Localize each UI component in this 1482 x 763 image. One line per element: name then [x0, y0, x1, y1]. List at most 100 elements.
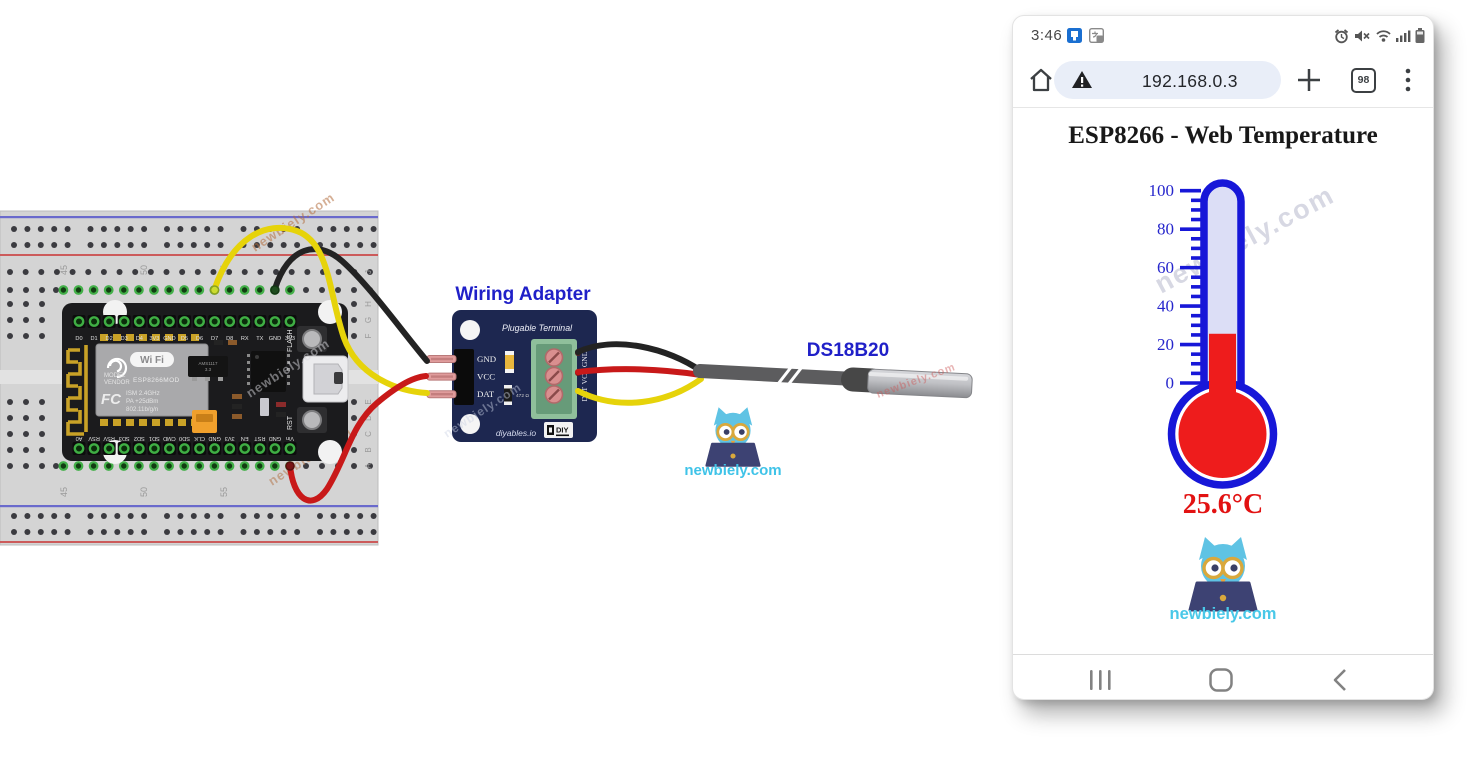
breadboard-hole [330, 242, 337, 248]
pin-label: SD2 [134, 435, 145, 441]
breadboard-hole [100, 269, 107, 275]
breadboard-hole-green [149, 461, 159, 471]
breadboard-hole [294, 513, 301, 519]
breadboard-hole [370, 513, 377, 519]
pin-hole [133, 443, 145, 454]
brand-caption: newbiely.com [684, 462, 781, 479]
wiring-adapter: Wiring Adapter Plugable Terminal GNDVCCD… [426, 284, 597, 442]
breadboard-hole [204, 242, 211, 248]
breadboard-hole [351, 333, 357, 339]
breadboard-hole [24, 242, 31, 248]
tab-switcher-button[interactable]: 98 [1351, 68, 1376, 93]
column-number: 50 [139, 487, 149, 497]
pin-label: D4 [136, 336, 143, 342]
breadboard-hole [294, 529, 301, 535]
thermometer-mercury [1209, 333, 1236, 437]
breadboard-hole [53, 463, 59, 469]
back-button[interactable] [1333, 668, 1347, 692]
menu-kebab-button[interactable] [1404, 66, 1412, 94]
new-tab-button[interactable] [1294, 65, 1324, 95]
capacitor [505, 351, 514, 373]
breadboard-hole [23, 333, 29, 339]
pin-hole [88, 443, 100, 454]
breadboard-hole [351, 287, 357, 293]
breadboard-hole [64, 513, 71, 519]
pin-hole [118, 316, 130, 327]
wire-gnd [271, 246, 430, 364]
breadboard-hole [280, 242, 287, 248]
breadboard-hole [164, 226, 170, 232]
recents-button[interactable] [1089, 669, 1115, 691]
pin-hole [224, 316, 236, 327]
pin-label: D1 [90, 336, 97, 342]
breadboard-hole [64, 226, 71, 232]
breadboard-hole [280, 529, 287, 535]
pin-hole [209, 316, 221, 327]
row-letter: D [364, 415, 373, 421]
breadboard-hole [240, 513, 247, 519]
pin-hole [133, 316, 145, 327]
adapter-pin-label: DAT [477, 389, 495, 399]
breadboard-hole-green [103, 285, 114, 295]
pin-label: D2 [106, 336, 113, 342]
breadboard-hole [370, 529, 377, 535]
breadboard-hole [11, 529, 17, 535]
breadboard-hole [114, 529, 121, 535]
pin-label: A0 [76, 435, 83, 441]
pin-hole [164, 443, 175, 454]
breadboard-hole [357, 513, 364, 519]
jumper-wires [209, 224, 430, 504]
row-letter: C [364, 431, 373, 437]
pin-hole [148, 316, 160, 327]
breadboard-hole [367, 463, 373, 469]
breadboard-hole-green [285, 285, 295, 295]
pin-label: GND [269, 435, 281, 441]
breadboard-hole [39, 333, 45, 339]
breadboard-hole-green [88, 285, 99, 295]
breadboard-hole-green [133, 285, 144, 295]
pin-hole [239, 443, 251, 454]
adapter-pin-groove [431, 375, 453, 378]
breadboard-hole [190, 513, 197, 519]
breadboard-hole [23, 415, 29, 421]
pin-label: Vin [286, 435, 294, 441]
pin-label: GND [163, 336, 175, 342]
breadboard-hole-green [118, 461, 129, 471]
brand-caption: newbiely.com [1169, 605, 1277, 623]
alarm-icon [1334, 29, 1349, 44]
wifi-spiral-icon [106, 357, 128, 379]
home-nav-button[interactable] [1209, 668, 1233, 692]
breadboard-hole [267, 513, 274, 519]
breadboard-hole [351, 399, 357, 405]
pin-header [454, 349, 474, 405]
breadboard-hole [7, 301, 13, 307]
breadboard-hole [217, 242, 224, 248]
wire-vcc [287, 373, 429, 504]
breadboard-hole [335, 287, 341, 293]
breadboard-hole [85, 269, 92, 275]
flash-button [297, 326, 327, 352]
pin-hole [179, 316, 190, 327]
breadboard-hole [51, 242, 58, 248]
breadboard-hole [351, 301, 357, 307]
breadboard-hole [87, 529, 94, 535]
security-warning-icon[interactable] [1071, 70, 1093, 90]
breadboard-hole [330, 226, 337, 232]
module-text: ISM 2.4GHz [126, 390, 160, 397]
breadboard-hole [100, 242, 107, 248]
scale-label: 60 [1157, 258, 1174, 277]
address-bar[interactable]: 192.168.0.3 [1054, 61, 1281, 99]
pin-label: D3 [121, 336, 128, 342]
breadboard-hole [127, 513, 134, 519]
url-text[interactable]: 192.168.0.3 [1142, 71, 1238, 91]
breadboard-hole [204, 226, 211, 232]
pin-hole [194, 443, 205, 454]
home-button[interactable] [1027, 66, 1055, 94]
breadboard-hole [23, 399, 29, 405]
breadboard-hole [7, 287, 13, 293]
breadboard-hole [253, 242, 260, 248]
rst-label: RST [287, 415, 294, 430]
breadboard-hole [23, 301, 29, 307]
breadboard-hole [357, 226, 364, 232]
